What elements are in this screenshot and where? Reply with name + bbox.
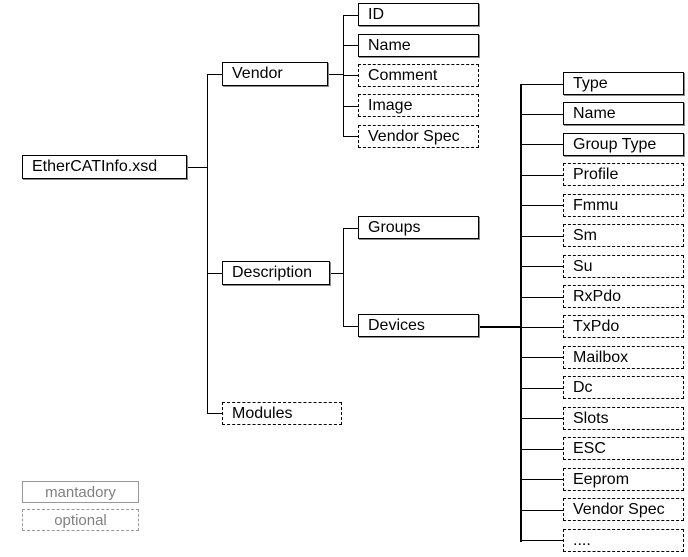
node-sm[interactable]: Sm [563, 224, 684, 247]
node-label: Eeprom [573, 470, 630, 488]
node-label: Description [232, 264, 313, 281]
node-label: Group Type [573, 135, 657, 153]
node-txpdo[interactable]: TxPdo [563, 315, 684, 338]
node-modules[interactable]: Modules [222, 402, 342, 425]
node-dc[interactable]: Dc [563, 376, 684, 399]
connector-devices-to-fmmu [521, 205, 563, 206]
node-label: Profile [573, 165, 619, 183]
node-ethercatinfo-xsd[interactable]: EtherCATInfo.xsd [22, 155, 187, 179]
node-slots[interactable]: Slots [563, 407, 684, 430]
node-label: Name [368, 36, 411, 54]
node-label: Type [573, 74, 608, 92]
legend-mandatory-label: mantadory [45, 483, 116, 501]
node-esc[interactable]: ESC [563, 437, 684, 460]
node-rxpdo[interactable]: RxPdo [563, 285, 684, 308]
connector-devices-to-esc [521, 449, 563, 450]
node-vendor-spec[interactable]: Vendor Spec [563, 498, 684, 521]
node-description[interactable]: Description [222, 261, 330, 285]
connector-trunk-to-vendor [207, 74, 222, 75]
node-label: Su [573, 257, 593, 275]
node-group-type[interactable]: Group Type [563, 133, 684, 156]
connector-devices-to-name [521, 114, 563, 115]
node-label: Dc [573, 378, 593, 396]
node-mailbox[interactable]: Mailbox [563, 346, 684, 369]
connector-vendor-stub [328, 74, 343, 75]
connector-description-to-devices [343, 326, 358, 327]
node-label: Slots [573, 409, 609, 427]
connector-devices-to-sm [521, 236, 563, 237]
node-image[interactable]: Image [358, 94, 479, 117]
node-label: Name [573, 104, 616, 122]
connector-trunk-to-description [207, 273, 222, 274]
legend-mandatory-box: mantadory [22, 481, 139, 503]
connector-vendor-trunk [343, 15, 344, 137]
node-devices[interactable]: Devices [358, 314, 479, 337]
node-label: .... [573, 531, 591, 549]
node-label: ESC [573, 439, 606, 457]
node-label: Mailbox [573, 348, 629, 366]
node-label: Sm [573, 226, 597, 244]
connector-devices-to-type [521, 84, 563, 85]
node-label: Devices [368, 316, 425, 334]
connector-vendor-to-name [343, 45, 358, 46]
node-name[interactable]: Name [358, 34, 479, 57]
connector-description-to-groups [343, 228, 358, 229]
connector-devices-to-su [521, 266, 563, 267]
connector-vendor-to-vendorspec [343, 136, 358, 137]
node-name[interactable]: Name [563, 102, 684, 125]
connector-devices-to-group-type [521, 144, 563, 145]
node-label: Groups [368, 218, 421, 236]
node-profile[interactable]: Profile [563, 163, 684, 186]
connector-devices-to-vendorspec [521, 510, 563, 511]
connector-description-stub [330, 273, 343, 274]
connector-devices-to-more [521, 540, 563, 541]
node-label: ID [368, 5, 384, 23]
connector-vendor-to-image [343, 106, 358, 107]
node-groups[interactable]: Groups [358, 216, 479, 239]
legend-optional-box: optional [22, 509, 139, 531]
connector-description-trunk [343, 228, 344, 326]
legend-optional-label: optional [54, 511, 107, 529]
connector-devices-to-txpdo [521, 327, 563, 328]
connector-devices-to-rxpdo [521, 297, 563, 298]
connector-devices-to-slots [521, 418, 563, 419]
connector-level1-trunk [207, 74, 208, 414]
connector-devices-to-dc [521, 388, 563, 389]
node-label: Vendor Spec [573, 500, 665, 518]
node-label: Fmmu [573, 196, 619, 214]
node-label: Modules [232, 404, 293, 422]
node-label: Vendor [232, 65, 283, 82]
connector-devices-to-profile [521, 175, 563, 176]
node-vendor[interactable]: Vendor [222, 62, 328, 86]
node-label: EtherCATInfo.xsd [32, 158, 158, 175]
connector-devices-to-eeprom [521, 479, 563, 480]
connector-devices-stub [479, 326, 522, 328]
connector-vendor-to-id [343, 15, 358, 16]
node-label: TxPdo [573, 317, 620, 335]
connector-devices-to-mailbox [521, 357, 563, 358]
node-vendor-spec[interactable]: Vendor Spec [358, 125, 479, 148]
connector-vendor-to-comment [343, 75, 358, 76]
node-label: RxPdo [573, 287, 622, 305]
node-label: Comment [368, 66, 438, 84]
node-type[interactable]: Type [563, 72, 684, 95]
node-ellipsis[interactable]: .... [563, 529, 684, 552]
connector-trunk-to-modules [207, 413, 222, 414]
node-eeprom[interactable]: Eeprom [563, 468, 684, 491]
node-su[interactable]: Su [563, 255, 684, 278]
connector-root-stub [187, 167, 207, 168]
node-comment[interactable]: Comment [358, 64, 479, 87]
connector-devices-trunk [520, 84, 522, 542]
node-label: Image [368, 96, 413, 114]
node-label: Vendor Spec [368, 127, 460, 145]
node-fmmu[interactable]: Fmmu [563, 194, 684, 217]
node-id[interactable]: ID [358, 3, 479, 26]
